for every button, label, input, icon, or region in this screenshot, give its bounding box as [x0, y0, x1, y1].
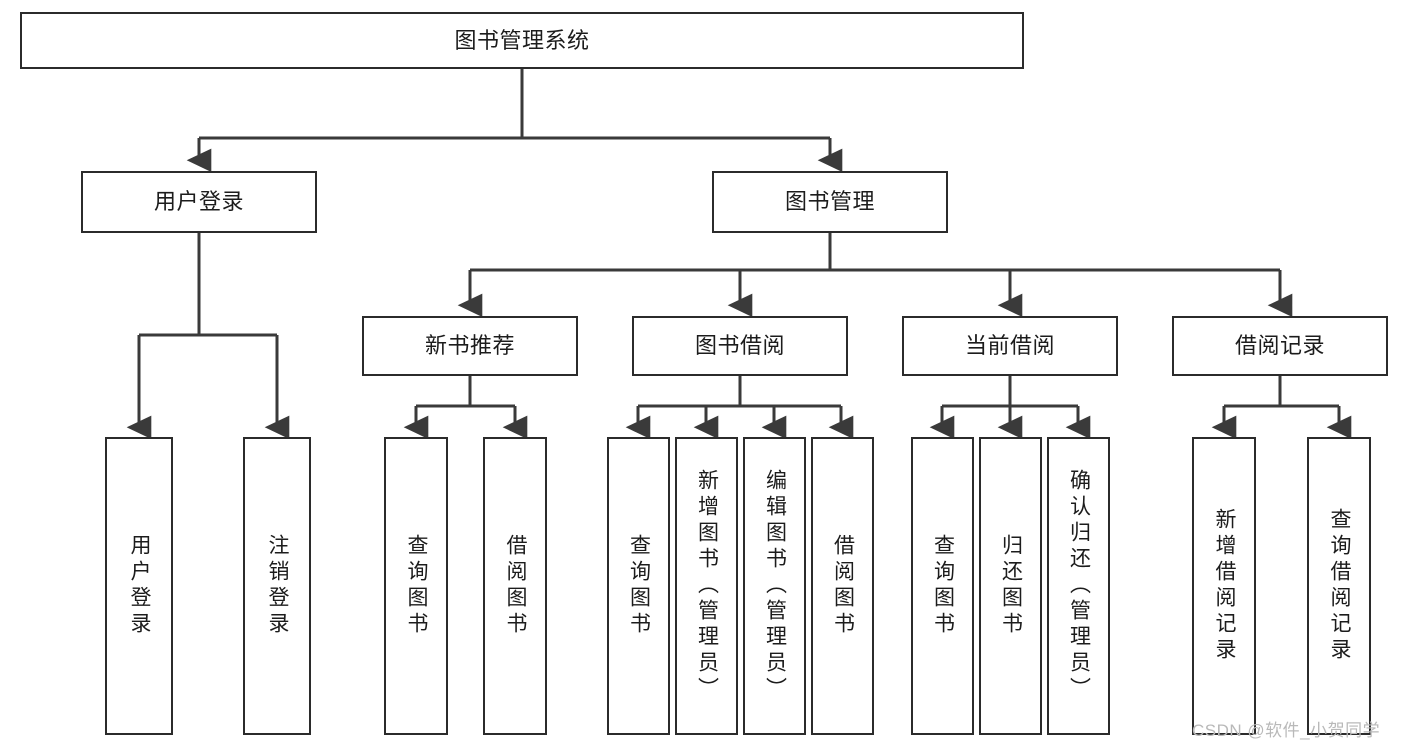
node-leaf-query-record-label: 查询借阅记录 [1328, 508, 1352, 664]
node-leaf-borrow-book-b-label: 借阅图书 [831, 534, 855, 638]
node-leaf-return-book[interactable]: 归还图书 [979, 437, 1042, 735]
node-leaf-edit-book-label: 编辑图书（管理员） [763, 469, 787, 703]
node-book-borrow-label: 图书借阅 [694, 333, 785, 359]
node-leaf-query-book-b-label: 查询图书 [627, 534, 651, 638]
node-leaf-edit-book[interactable]: 编辑图书（管理员） [743, 437, 806, 735]
node-root[interactable]: 图书管理系统 [20, 12, 1024, 69]
node-leaf-return-book-label: 归还图书 [999, 534, 1023, 638]
node-leaf-query-book-c[interactable]: 查询图书 [911, 437, 974, 735]
node-leaf-add-record-label: 新增借阅记录 [1213, 508, 1237, 664]
node-leaf-user-login[interactable]: 用户登录 [105, 437, 173, 735]
node-leaf-query-record[interactable]: 查询借阅记录 [1307, 437, 1371, 735]
node-leaf-add-book-label: 新增图书（管理员） [695, 469, 719, 703]
node-book-manage[interactable]: 图书管理 [712, 171, 948, 233]
node-leaf-borrow-book-a[interactable]: 借阅图书 [483, 437, 547, 735]
node-leaf-query-book-c-label: 查询图书 [931, 534, 955, 638]
node-new-book-recommend[interactable]: 新书推荐 [362, 316, 578, 376]
node-leaf-confirm-return[interactable]: 确认归还（管理员） [1047, 437, 1110, 735]
node-leaf-borrow-book-b[interactable]: 借阅图书 [811, 437, 874, 735]
node-root-label: 图书管理系统 [454, 27, 590, 53]
node-leaf-confirm-return-label: 确认归还（管理员） [1067, 469, 1091, 703]
node-leaf-user-login-label: 用户登录 [128, 534, 152, 638]
node-leaf-logout-label: 注销登录 [266, 534, 290, 638]
node-borrow-record-label: 借阅记录 [1234, 333, 1325, 359]
node-new-book-recommend-label: 新书推荐 [424, 333, 515, 359]
node-leaf-query-book-a-label: 查询图书 [405, 534, 429, 638]
node-user-login[interactable]: 用户登录 [81, 171, 317, 233]
node-leaf-query-book-a[interactable]: 查询图书 [384, 437, 448, 735]
node-current-borrow-label: 当前借阅 [964, 333, 1055, 359]
node-current-borrow[interactable]: 当前借阅 [902, 316, 1118, 376]
node-leaf-logout[interactable]: 注销登录 [243, 437, 311, 735]
node-book-borrow[interactable]: 图书借阅 [632, 316, 848, 376]
node-leaf-query-book-b[interactable]: 查询图书 [607, 437, 670, 735]
node-leaf-add-book[interactable]: 新增图书（管理员） [675, 437, 738, 735]
node-leaf-add-record[interactable]: 新增借阅记录 [1192, 437, 1256, 735]
node-book-manage-label: 图书管理 [784, 189, 875, 215]
node-borrow-record[interactable]: 借阅记录 [1172, 316, 1388, 376]
node-user-login-label: 用户登录 [153, 189, 244, 215]
node-leaf-borrow-book-a-label: 借阅图书 [504, 534, 528, 638]
